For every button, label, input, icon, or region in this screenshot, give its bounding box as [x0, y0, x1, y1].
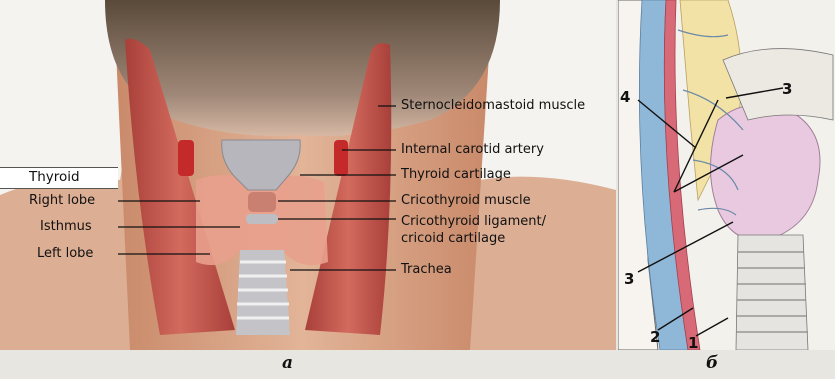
carotid-right — [334, 140, 348, 176]
marker-3-top: 3 — [782, 80, 792, 98]
marker-2: 2 — [650, 328, 660, 346]
label-right-lobe: Right lobe — [29, 193, 95, 209]
panel-a-neck-illustration: Thyroid Sternocleidomastoid muscle Inter… — [0, 0, 616, 350]
label-cricothyroid-ligament: Cricothyroid ligament/ — [401, 214, 546, 230]
caption-b: б — [706, 353, 718, 373]
marker-3-bottom: 3 — [624, 270, 634, 288]
label-trachea: Trachea — [401, 262, 452, 278]
label-internal-carotid: Internal carotid artery — [401, 142, 544, 158]
cricothyroid-muscle-shape — [248, 192, 276, 212]
label-left-lobe: Left lobe — [37, 246, 93, 262]
label-sternocleidomastoid: Sternocleidomastoid muscle — [401, 98, 585, 114]
caption-a: a — [282, 353, 293, 373]
panel-b-lateral-drawing: 4 3 3 2 1 — [618, 0, 835, 350]
lateral-drawing — [618, 0, 835, 350]
label-isthmus: Isthmus — [40, 219, 92, 235]
label-cricothyroid-muscle: Cricothyroid muscle — [401, 193, 531, 209]
carotid-left — [178, 140, 194, 176]
cricoid-cartilage-shape — [246, 214, 278, 224]
thyroid-header: Thyroid — [29, 169, 80, 185]
label-thyroid-cartilage: Thyroid cartilage — [401, 167, 511, 183]
thyroid-header-box: Thyroid — [0, 167, 118, 189]
label-cricoid-cartilage: cricoid cartilage — [401, 231, 505, 247]
marker-4: 4 — [620, 88, 630, 106]
marker-1: 1 — [688, 334, 698, 350]
